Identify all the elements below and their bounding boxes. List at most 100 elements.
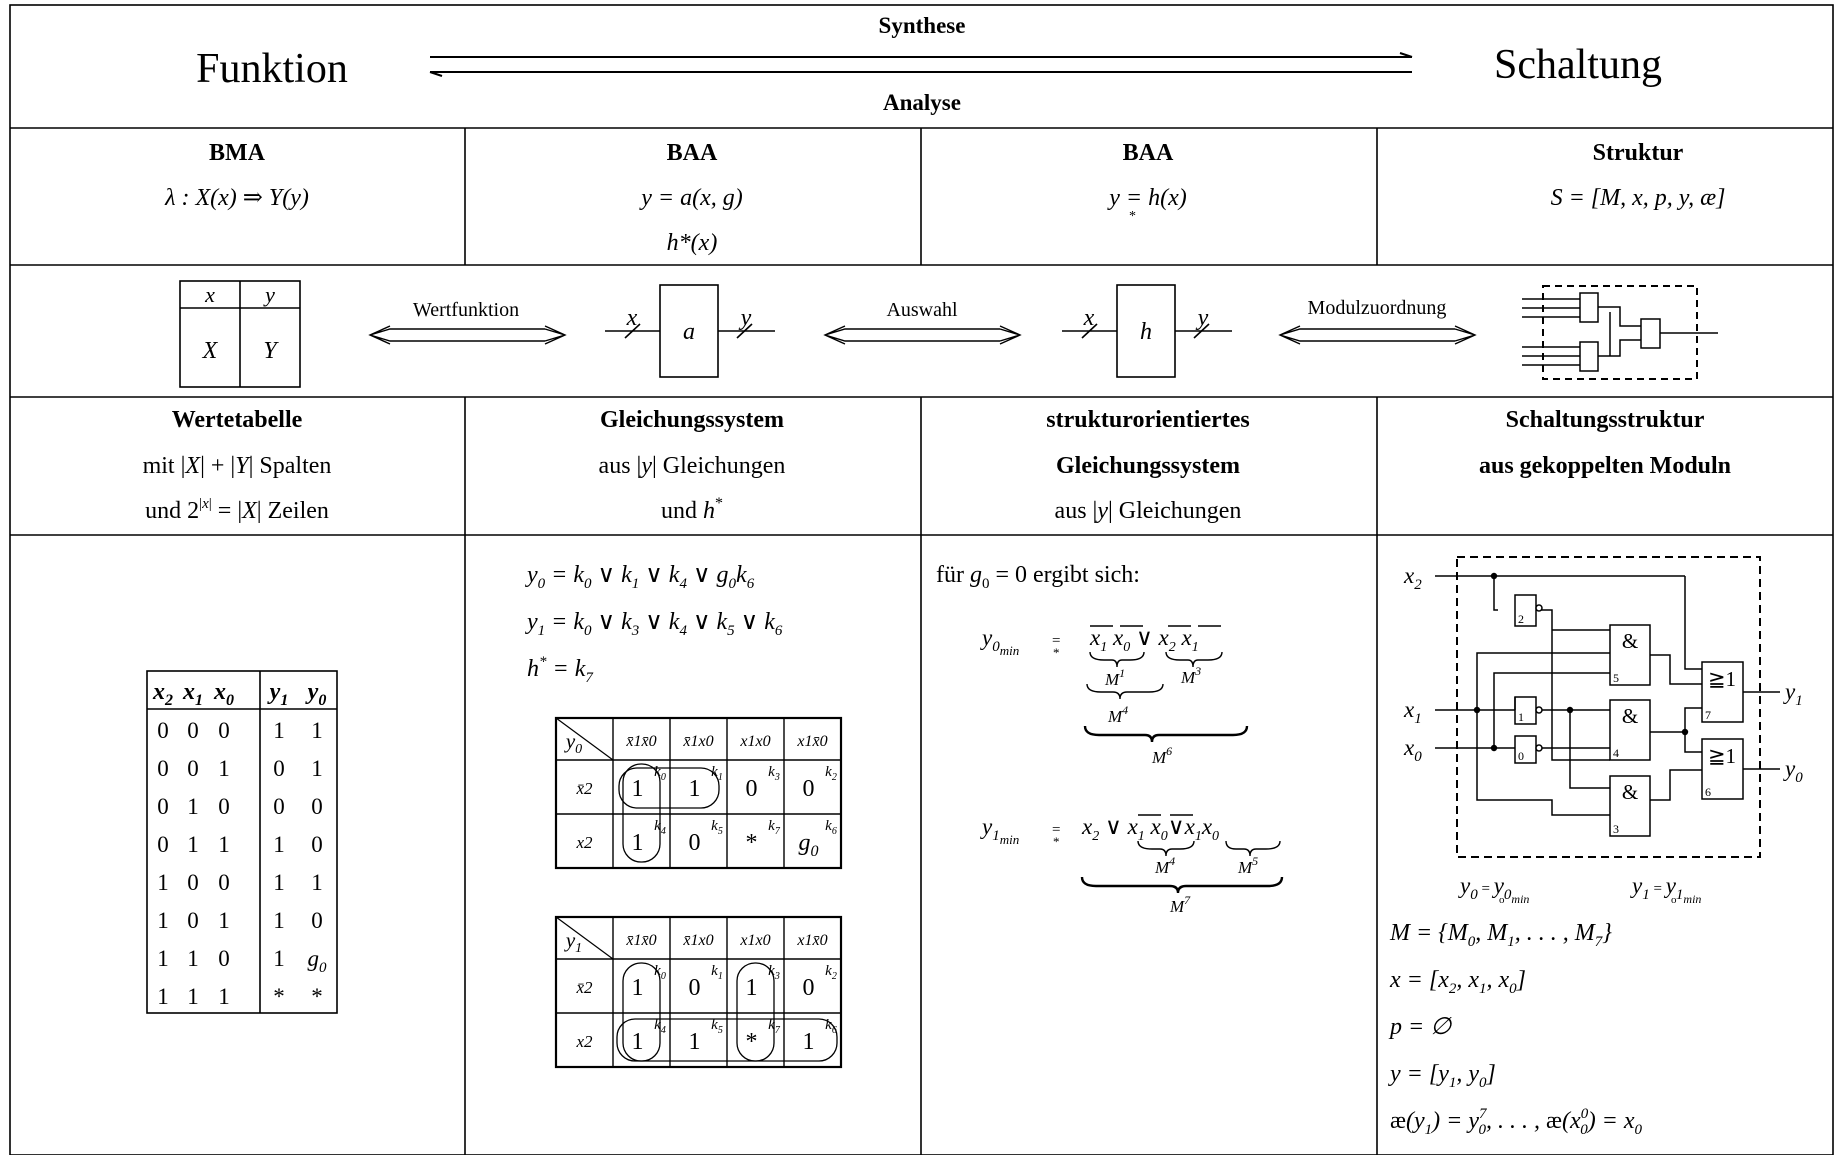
truth-cell: 0: [157, 794, 169, 819]
vt-value-y: Y: [263, 338, 279, 364]
kmap-col-label: x̄1x̄0: [625, 932, 656, 949]
kmap-row-label: x̄2: [575, 978, 593, 997]
term-M7: M7: [1169, 893, 1191, 916]
kmap-col-label: x1x̄0: [796, 932, 827, 949]
kmap-col-label: x1x0: [739, 733, 770, 750]
kmap-cell: 1: [689, 1029, 701, 1055]
or-gate-7-label: ≧1: [1708, 667, 1736, 691]
truth-cell: 1: [187, 946, 199, 971]
kmap-col-label: x1x0: [739, 932, 770, 949]
mini-circuit-icon: [1522, 285, 1718, 380]
kmap-cell: 0: [803, 975, 815, 1001]
grid: [9, 4, 1834, 1155]
structure-definitions: M = {M0, M1, . . . , M7} x = [x2, x1, x0…: [1388, 920, 1643, 1138]
truth-cell: 0: [218, 870, 230, 895]
truth-header-y0: y0: [305, 679, 327, 709]
col1-formula: λ : X(x) ⇒ Y(y): [164, 185, 309, 211]
desc2-l2: aus |y| Gleichungen: [599, 453, 786, 479]
kmap-cell: *: [746, 1029, 758, 1055]
y1min-bars: [1080, 814, 1284, 894]
truth-cell: 1: [157, 908, 169, 933]
def-p: p = ∅: [1388, 1014, 1452, 1040]
term-M4a: M4: [1107, 703, 1128, 726]
kmap-cell: 1: [632, 776, 644, 802]
kmap-minterm-index: k3: [768, 764, 780, 783]
circuit-eq-y0: y0 = y0min: [1458, 873, 1529, 906]
description-row: Wertetabelle mit |X| + |Y| Spalten und 2…: [143, 407, 1731, 524]
kmap-group-loop: [622, 763, 661, 863]
kmap-minterm-index: k0: [654, 764, 666, 783]
header-left: Funktion: [196, 46, 348, 92]
arrow-label-auswahl: Auswahl: [886, 299, 958, 321]
truth-cell: 1: [218, 984, 230, 1009]
circuit-out-y1: y1: [1783, 679, 1803, 709]
circuit-diagram: x2 x1 x0 y1 y0 & & & ≧1 ≧1 0 1 2 3 4 5 6…: [1403, 556, 1803, 906]
truth-cell: 0: [187, 908, 199, 933]
kmap-cell: 0: [689, 975, 701, 1001]
truth-cell: 1: [218, 908, 230, 933]
module-3: 3: [1613, 822, 1619, 836]
kmap-minterm-index: k3: [768, 963, 780, 982]
module-0: 0: [1518, 749, 1524, 763]
kmap-minterm-index: k0: [654, 963, 666, 982]
kmap-cell: 0: [746, 776, 758, 802]
box-h-in: x: [1083, 305, 1095, 331]
kmap-minterm-index: k2: [825, 764, 837, 783]
arrow-label-modulzuordnung: Modulzuordnung: [1308, 297, 1447, 319]
truth-cell: 0: [187, 870, 199, 895]
kmap-row-label: x̄2: [575, 779, 593, 798]
circuit-out-y0: y0: [1783, 756, 1803, 786]
def-M: M = {M0, M1, . . . , M7}: [1389, 920, 1612, 950]
y0min-star: *: [1053, 645, 1060, 660]
truth-header-y1: y1: [267, 679, 289, 709]
truth-cell: 0: [311, 832, 323, 857]
truth-cell: 1: [273, 946, 285, 971]
truth-cell: 1: [218, 756, 230, 781]
desc1-l1: Wertetabelle: [172, 407, 303, 433]
kmap-minterm-index: k5: [711, 818, 723, 837]
truth-cell: 0: [273, 756, 285, 781]
kmap-minterm-index: k2: [825, 963, 837, 982]
truth-cell: 0: [273, 794, 285, 819]
y1min-label: y1min: [980, 814, 1019, 847]
column-titles: BMA λ : X(x) ⇒ Y(y) BAA y = a(x, g) h*(x…: [164, 140, 1725, 256]
module-2: 2: [1518, 612, 1524, 626]
desc2-l3: und h*: [661, 495, 723, 524]
kmap-group-loop: [616, 1018, 838, 1062]
struct-intro: für g0 = 0 ergibt sich:: [936, 562, 1140, 592]
truth-cell: 1: [187, 984, 199, 1009]
header-right: Schaltung: [1494, 42, 1662, 88]
term-M1: M1: [1104, 666, 1125, 689]
col3-title: BAA: [1123, 140, 1174, 166]
vt-header-x: x: [204, 282, 215, 307]
col1-title: BMA: [209, 140, 266, 166]
col2-formula: y = a(x, g): [639, 185, 742, 211]
desc3-l3: aus |y| Gleichungen: [1055, 498, 1242, 524]
value-table-symbol: [179, 280, 301, 388]
kmap-col-label: x̄1x0: [682, 733, 713, 750]
col3-formula: y = h(x): [1107, 185, 1186, 211]
vt-header-y: y: [263, 282, 275, 307]
kmap-cell: 0: [803, 776, 815, 802]
desc1-l2: mit |X| + |Y| Spalten: [143, 453, 332, 479]
truth-cell: 0: [218, 794, 230, 819]
truth-cell: 0: [157, 756, 169, 781]
col2-formula2: h*(x): [667, 230, 718, 256]
circuit-in-x1: x1: [1403, 697, 1422, 727]
and-gate-5-label: &: [1622, 629, 1638, 653]
analyse-label: Analyse: [883, 90, 961, 115]
truth-cell: 0: [311, 794, 323, 819]
circuit-eq-o2: o: [1671, 894, 1677, 906]
truth-cell: 1: [157, 984, 169, 1009]
circuit-eq-y1: y1 = y1min: [1630, 873, 1701, 906]
def-y: y = [y1, y0]: [1388, 1061, 1496, 1091]
y0min-eq: =: [1052, 633, 1060, 649]
kmap-cell: 1: [632, 975, 644, 1001]
truth-cell: 1: [311, 870, 323, 895]
truth-cell: 1: [187, 794, 199, 819]
box-a-symbol: [605, 284, 775, 378]
kmap-col-label: x̄1x̄0: [625, 733, 656, 750]
kmap-corner-label: y0: [564, 729, 582, 757]
kmap-minterm-index: k6: [825, 818, 837, 837]
